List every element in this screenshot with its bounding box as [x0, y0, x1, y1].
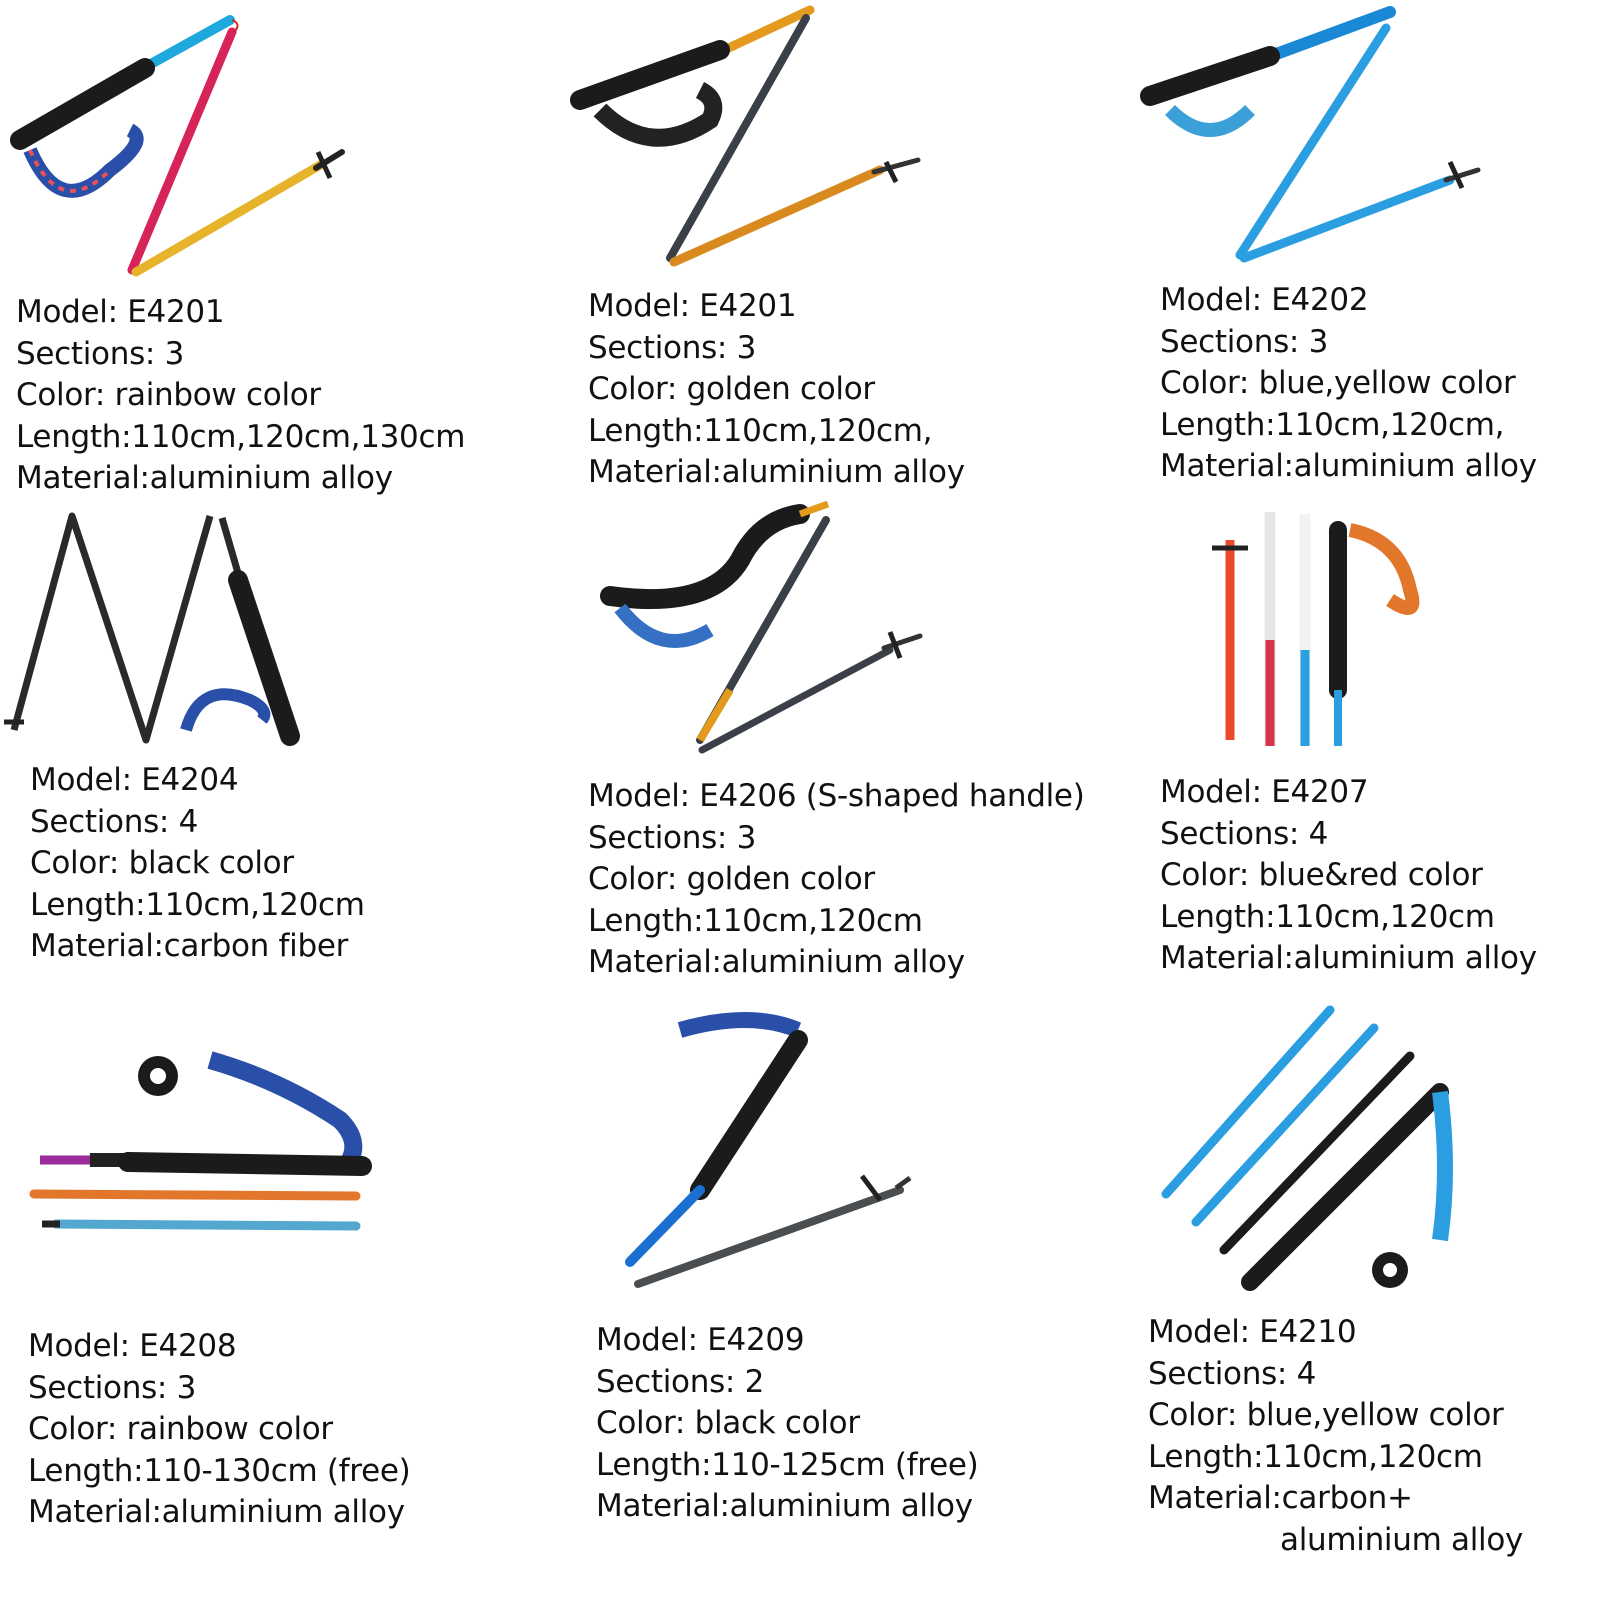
sections-label: Sections: 3	[1160, 323, 1329, 360]
model-label: Model: E4207	[1160, 774, 1369, 810]
material-label: Material:aluminium alloy	[16, 460, 393, 496]
length-label: Length:110cm,120cm,	[588, 412, 933, 449]
material-label: Material:carbon fiber	[30, 928, 349, 964]
material-label: Material:aluminium alloy	[588, 944, 965, 980]
sections-label: Sections: 4	[30, 803, 199, 840]
model-label: Model: E4201	[588, 288, 797, 324]
length-label: Length:110-125cm (free)	[596, 1446, 979, 1483]
material-label: Material:carbon+	[1148, 1480, 1413, 1516]
material-label-continued: aluminium alloy	[1280, 1521, 1524, 1558]
length-label: Length:110-130cm (free)	[28, 1452, 411, 1489]
color-label: Color: golden color	[588, 371, 875, 407]
product-card-e4204: Model: E4204 Sections: 4 Color: black co…	[0, 500, 560, 1000]
model-label: Model: E4208	[28, 1328, 237, 1364]
trekking-pole-image	[625, 1012, 912, 1288]
color-label: Color: blue&red color	[1160, 857, 1483, 893]
material-label: Material:aluminium alloy	[1160, 940, 1537, 976]
product-card-e4207: Model: E4207 Sections: 4 Color: blue&red…	[1140, 500, 1600, 1000]
length-label: Length:110cm,120cm	[588, 902, 923, 939]
material-label: Material:aluminium alloy	[28, 1494, 405, 1530]
product-card-e4210: Model: E4210 Sections: 4 Color: blue,yel…	[1140, 1000, 1600, 1600]
product-card-e4202: Model: E4202 Sections: 3 Color: blue,yel…	[1140, 0, 1600, 500]
product-specs: Model: E4201 Sections: 3 Color: rainbow …	[16, 292, 465, 500]
material-label: Material:aluminium alloy	[588, 454, 965, 490]
trekking-pole-image	[1161, 1005, 1453, 1291]
trekking-pole-image	[29, 1051, 372, 1231]
trekking-pole-image	[10, 15, 345, 277]
sections-label: Sections: 3	[28, 1369, 197, 1406]
product-card-e4201-rainbow: Model: E4201 Sections: 3 Color: rainbow …	[0, 0, 560, 500]
product-specs: Model: E4206 (S-shaped handle) Sections:…	[588, 776, 1085, 984]
sections-label: Sections: 3	[588, 819, 757, 856]
material-label: Material:aluminium alloy	[1160, 448, 1537, 484]
trekking-pole-image	[1140, 6, 1481, 263]
product-specs: Model: E4204 Sections: 4 Color: black co…	[30, 760, 365, 968]
sections-label: Sections: 3	[588, 329, 757, 366]
product-specs: Model: E4207 Sections: 4 Color: blue&red…	[1160, 772, 1537, 980]
color-label: Color: black color	[30, 845, 294, 881]
color-label: Color: black color	[596, 1405, 860, 1441]
product-card-e4209: Model: E4209 Sections: 2 Color: black co…	[570, 1000, 1130, 1600]
length-label: Length:110cm,120cm,	[1160, 406, 1505, 443]
product-specs: Model: E4208 Sections: 3 Color: rainbow …	[28, 1326, 411, 1534]
model-label: Model: E4201	[16, 294, 225, 330]
length-label: Length:110cm,120cm	[30, 886, 365, 923]
color-label: Color: rainbow color	[16, 377, 321, 413]
product-specs: Model: E4209 Sections: 2 Color: black co…	[596, 1320, 979, 1528]
sections-label: Sections: 2	[596, 1363, 765, 1400]
trekking-pole-image	[4, 512, 300, 746]
material-label: Material:aluminium alloy	[596, 1488, 973, 1524]
model-label: Model: E4206 (S-shaped handle)	[588, 778, 1085, 814]
model-label: Model: E4202	[1160, 282, 1369, 318]
length-label: Length:110cm,120cm,130cm	[16, 418, 466, 455]
product-card-e4201-golden: Model: E4201 Sections: 3 Color: golden c…	[570, 0, 1130, 500]
model-label: Model: E4209	[596, 1322, 805, 1358]
model-label: Model: E4210	[1148, 1314, 1357, 1350]
trekking-pole-image	[1212, 512, 1420, 746]
sections-label: Sections: 4	[1148, 1355, 1317, 1392]
model-label: Model: E4204	[30, 762, 239, 798]
length-label: Length:110cm,120cm	[1160, 898, 1495, 935]
sections-label: Sections: 3	[16, 335, 185, 372]
color-label: Color: golden color	[588, 861, 875, 897]
color-label: Color: blue,yellow color	[1148, 1397, 1504, 1433]
color-label: Color: rainbow color	[28, 1411, 333, 1447]
sections-label: Sections: 4	[1160, 815, 1329, 852]
length-label: Length:110cm,120cm	[1148, 1438, 1483, 1475]
color-label: Color: blue,yellow color	[1160, 365, 1516, 401]
product-specs: Model: E4210 Sections: 4 Color: blue,yel…	[1148, 1312, 1523, 1561]
trekking-pole-image	[600, 500, 923, 754]
product-card-e4208: Model: E4208 Sections: 3 Color: rainbow …	[0, 1000, 560, 1600]
product-specs: Model: E4201 Sections: 3 Color: golden c…	[588, 286, 965, 494]
trekking-pole-image	[570, 5, 921, 267]
product-specs: Model: E4202 Sections: 3 Color: blue,yel…	[1160, 280, 1537, 488]
product-card-e4206: Model: E4206 (S-shaped handle) Sections:…	[570, 500, 1130, 1000]
